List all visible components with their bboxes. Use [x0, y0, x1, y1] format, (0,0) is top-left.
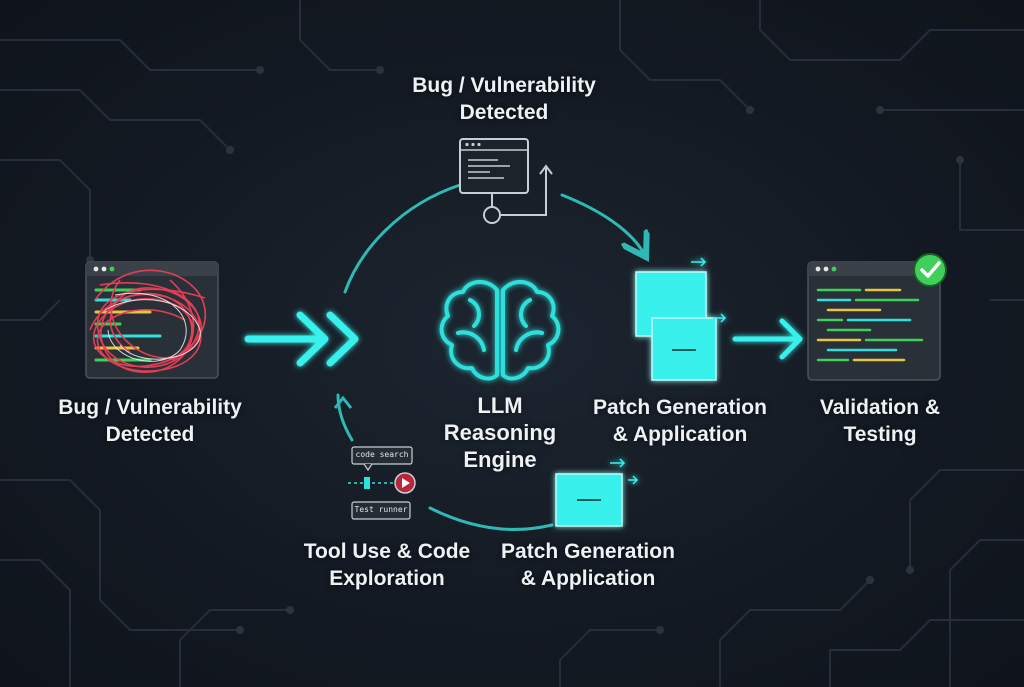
arc-bottom	[428, 506, 554, 531]
double-chevron-icon	[244, 311, 359, 367]
top-browser-window-icon	[459, 138, 553, 224]
arc-top-right	[560, 193, 643, 252]
validation-testing-label: Validation & Testing	[819, 396, 941, 446]
top-detection-label: Bug / Vulnerability Detected	[412, 74, 596, 124]
arc-left-lower	[336, 393, 354, 442]
tool-use-label: Tool Use & Code Exploration	[303, 540, 471, 590]
tool-use-icon	[348, 446, 416, 520]
arc-up-arrow-icon	[333, 395, 353, 409]
code-search-label: code search	[355, 450, 409, 459]
cycle-ring	[336, 183, 643, 531]
arc-top-left	[343, 183, 462, 294]
patch-square-bottom-icon	[555, 458, 639, 527]
patch-squares-right-icon	[635, 257, 727, 381]
arrow-to-validation-icon	[732, 318, 803, 360]
llm-engine-label: LLM Reasoning Engine	[443, 393, 557, 472]
patch-generation-bottom-label: Patch Generation & Application	[501, 540, 675, 590]
validation-window-icon	[807, 253, 947, 381]
brain-icon	[439, 280, 561, 381]
test-runner-label: Test runner	[354, 505, 408, 514]
patch-generation-right-label: Patch Generation & Application	[593, 396, 767, 446]
checkmark-badge-icon	[913, 253, 947, 287]
buggy-code-window-icon	[85, 261, 219, 379]
left-detection-label: Bug / Vulnerability Detected	[58, 396, 242, 446]
